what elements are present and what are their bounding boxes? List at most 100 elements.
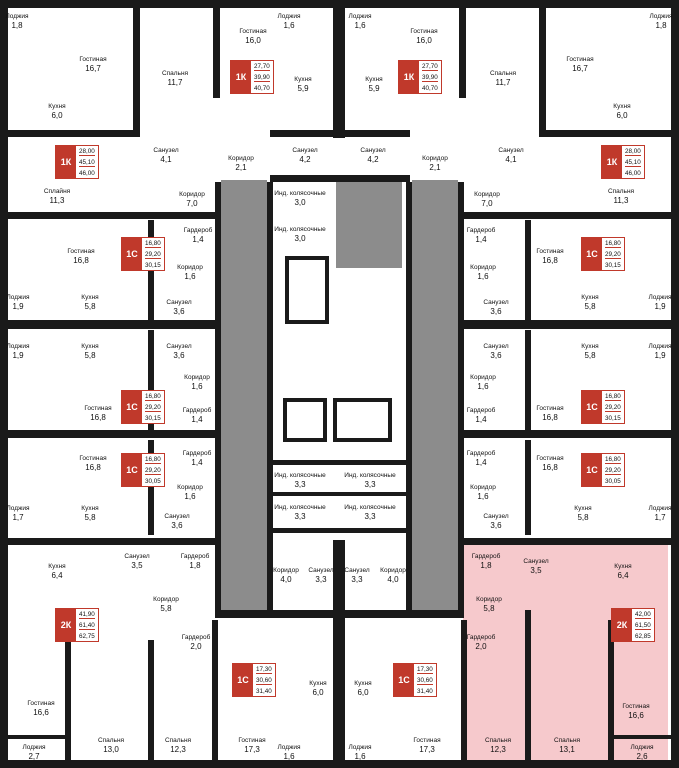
room-area: 4,0 [387,575,399,584]
room-area: 1,4 [192,235,204,244]
apartment-area-value: 16,80 [145,239,161,248]
room-name: Коридор [228,155,254,162]
apartment-area-value: 30,15 [145,414,161,422]
room-name: Кухня [294,76,312,83]
room-name: Лоджия [5,13,29,20]
apartment-type: 1С [233,664,253,696]
room-area: 3,6 [490,307,502,316]
apartment-area-value: 16,80 [605,239,621,248]
room-name: Санузел [124,553,150,560]
room-name: Санузел [153,147,179,154]
room-name: Кухня [365,76,383,83]
room-area: 1,6 [184,492,196,501]
apartment-type: 1С [122,238,142,270]
room-name: Гардероб [466,227,496,234]
apartment-area-value: 39,90 [422,73,438,82]
room-area: 2,0 [475,642,487,651]
room-area: 1,8 [655,21,667,30]
room-area: 1,9 [12,302,24,311]
room-name: Кухня [81,343,99,350]
room-area: 1,9 [654,302,666,311]
room-area: 17,3 [244,745,260,754]
room-area: 16,7 [572,64,588,73]
room-area: 12,3 [170,745,186,754]
room-name: Гостиная [622,703,650,710]
apartment-type: 1К [602,146,622,178]
highlighted-apartment[interactable] [463,545,668,763]
room-name: Лоджия [6,343,30,350]
room-name: Санузел [164,513,190,520]
apartment-area-value: 16,80 [605,392,621,401]
apartment-type: 1С [394,664,414,696]
room-area: 3,3 [364,512,376,521]
room-area: 5,9 [368,84,380,93]
room-area: 3,5 [131,561,143,570]
room-name: Гостиная [413,737,441,744]
room-area: 11,3 [49,196,65,205]
apartment-area-value: 45,10 [79,158,95,167]
room-name: Гостиная [536,248,564,255]
room-area: 1,8 [11,21,23,30]
room-area: 1,6 [477,492,489,501]
room-name: Гардероб [183,227,213,234]
room-name: Лоджия [277,744,301,751]
room-area: 2,7 [28,752,40,761]
apartment-area-value: 16,80 [145,392,161,401]
room-name: Лоджия [6,294,30,301]
room-name: Лоджия [22,744,46,751]
room-area: 3,6 [173,351,185,360]
room-name: Коридор [422,155,448,162]
apartment-area-value: 16,80 [145,455,161,464]
room-name: Кухня [81,505,99,512]
apartment-area-value: 29,20 [145,250,161,259]
apartment-type: 1К [399,61,419,93]
apartment-type: 2К [56,609,76,641]
room-name: Лоджия [6,505,30,512]
room-area: 6,0 [357,688,369,697]
room-name: Коридор [177,264,203,271]
room-area: 5,8 [584,351,596,360]
room-name: Санузел [360,147,386,154]
apartment-area-value: 30,05 [145,477,161,485]
